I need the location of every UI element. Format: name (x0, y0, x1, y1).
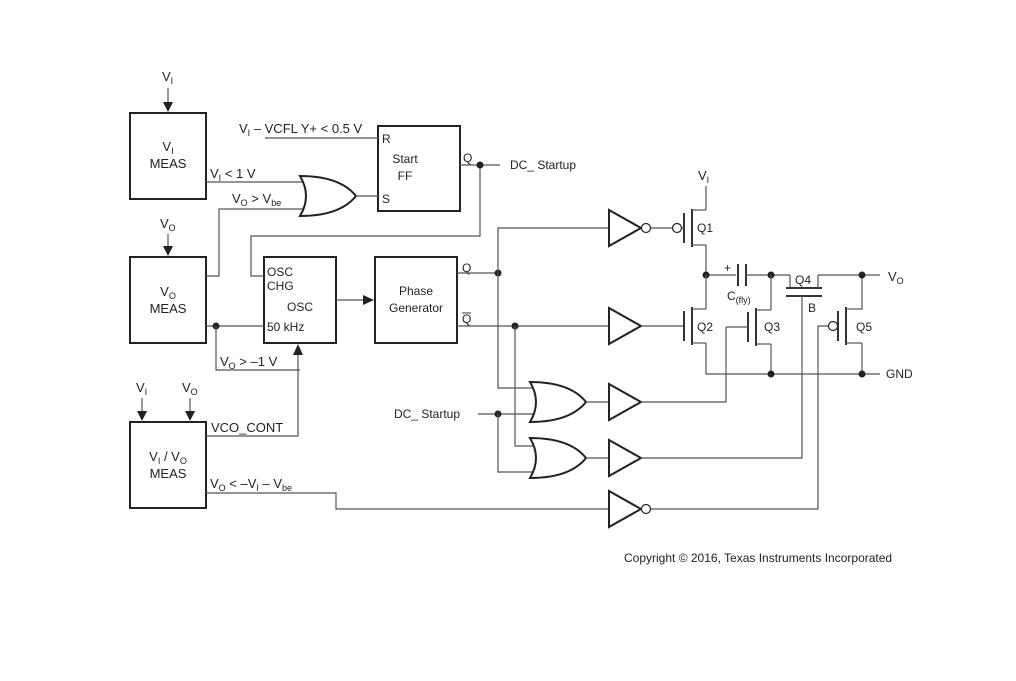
svg-text:VI / VO: VI / VO (149, 449, 187, 466)
svg-text:DC_ Startup: DC_ Startup (510, 158, 576, 172)
svg-text:GND: GND (886, 367, 913, 381)
transistor-q4: Q4 B (786, 273, 862, 315)
svg-text:MEAS: MEAS (150, 156, 187, 171)
svg-text:50 kHz: 50 kHz (267, 320, 304, 334)
svg-text:VO: VO (160, 284, 176, 301)
svg-text:C(fly): C(fly) (727, 289, 751, 305)
svg-text:VO: VO (888, 269, 904, 286)
transistor-q5: Q5 (837, 275, 872, 374)
flying-capacitor: + C(fly) (724, 261, 790, 305)
osc-chg-feedback-wire (250, 165, 481, 277)
svg-text:B: B (808, 301, 816, 315)
svg-text:Phase: Phase (399, 284, 433, 298)
vo-gt-vbe-wire: VO > Vbe (206, 191, 304, 277)
or-gate-startff (298, 174, 378, 218)
vo-input-bottom: VO (182, 380, 198, 421)
svg-text:OSC: OSC (267, 265, 293, 279)
osc-block: OSC CHG OSC 50 kHz (263, 256, 337, 344)
copyright-text: Copyright © 2016, Texas Instruments Inco… (624, 551, 892, 565)
vi-input-bottom: VI (136, 380, 147, 421)
vi-lt-1v-wire: VI < 1 V (206, 166, 304, 183)
svg-text:Q: Q (462, 312, 471, 326)
transistor-q1: Q1 (682, 209, 713, 275)
svg-text:Q: Q (462, 261, 471, 275)
or-gate-lower (528, 436, 608, 480)
svg-text:MEAS: MEAS (150, 301, 187, 316)
svg-text:Q1: Q1 (697, 221, 713, 235)
svg-text:Q4: Q4 (795, 273, 811, 287)
vi-vo-meas-block: VI / VO MEAS (129, 421, 207, 509)
vi-rail: VI (698, 168, 709, 210)
dc-startup-input: DC_ Startup (394, 407, 534, 473)
svg-text:VO > Vbe: VO > Vbe (232, 191, 281, 208)
phase-qbar-net (457, 322, 608, 447)
reset-condition-wire: VI – VCFL Y+ < 0.5 V (239, 121, 378, 139)
vo-input-mid: VO (160, 216, 176, 256)
gnd-rail: GND (858, 367, 913, 381)
transistor-q3: Q3 (726, 275, 780, 378)
vo-lt-cond-wire: VO < –VI – Vbe (206, 476, 608, 510)
startff-q-output: DC_ Startup (460, 158, 576, 172)
osc-to-phase-arrow (336, 295, 374, 305)
svg-text:S: S (382, 192, 390, 206)
vco-cont-wire: VCO_CONT (206, 344, 303, 437)
svg-text:VI: VI (162, 139, 173, 156)
vo-meas-block: VO MEAS (129, 256, 207, 344)
vo-output: VO (858, 269, 904, 286)
svg-text:Start: Start (392, 152, 418, 166)
svg-text:OSC: OSC (287, 300, 313, 314)
phase-q-net (457, 227, 608, 389)
phase-generator-block: Phase Generator Q Q (374, 256, 471, 344)
svg-text:Q: Q (463, 151, 472, 165)
svg-text:VCO_CONT: VCO_CONT (211, 420, 283, 435)
svg-text:VO: VO (160, 216, 176, 233)
vo-gt-m1v-wire: VO > –1 V (206, 322, 300, 371)
svg-text:VI: VI (698, 168, 709, 185)
svg-text:Q2: Q2 (697, 320, 713, 334)
inverter-q5-driver (608, 320, 839, 529)
svg-text:Q3: Q3 (764, 320, 780, 334)
svg-text:R: R (382, 132, 391, 146)
svg-text:Generator: Generator (389, 301, 443, 315)
svg-text:VO < –VI – Vbe: VO < –VI – Vbe (210, 476, 292, 493)
inverter-q1-driver (608, 208, 683, 248)
buffer-q2-driver (608, 306, 684, 346)
svg-text:Q5: Q5 (856, 320, 872, 334)
svg-text:MEAS: MEAS (150, 466, 187, 481)
svg-text:VO: VO (182, 380, 198, 397)
buffer-q3-driver (608, 327, 727, 422)
switch-node (702, 271, 736, 309)
svg-text:VI: VI (136, 380, 147, 397)
svg-text:VI: VI (162, 69, 173, 86)
svg-text:VI – VCFL Y+ < 0.5 V: VI – VCFL Y+ < 0.5 V (239, 121, 363, 138)
or-gate-upper (528, 380, 608, 424)
svg-text:VI < 1 V: VI < 1 V (210, 166, 256, 183)
transistor-q2: Q2 (683, 307, 862, 375)
svg-text:+: + (724, 261, 731, 275)
buffer-q4-driver (608, 302, 803, 478)
start-ff-block: R S Start FF Q (377, 125, 472, 212)
svg-text:FF: FF (398, 169, 413, 183)
vi-meas-block: VI MEAS (129, 112, 207, 200)
svg-text:VO > –1 V: VO > –1 V (220, 354, 278, 371)
vi-input-top: VI (162, 69, 173, 112)
svg-text:CHG: CHG (267, 279, 294, 293)
svg-text:DC_ Startup: DC_ Startup (394, 407, 460, 421)
